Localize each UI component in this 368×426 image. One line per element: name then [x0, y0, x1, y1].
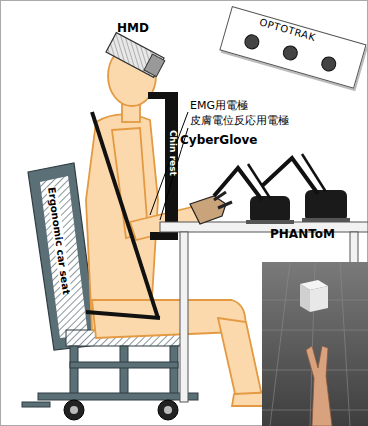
electrode-label: EMG用電極: [190, 100, 248, 112]
vr-view-photo: [262, 262, 368, 426]
hmd-device: [106, 33, 166, 79]
part-label: Chin rest: [167, 130, 177, 176]
seat-belt: [86, 112, 160, 318]
electrode-wire: [150, 112, 188, 220]
phantom-device: [214, 154, 350, 224]
device-label: PHANToM: [270, 228, 335, 241]
device-label: HMD: [117, 22, 149, 35]
device-label: CyberGlove: [180, 134, 257, 147]
cyberglove: [190, 192, 232, 224]
chin-rest: [148, 92, 178, 240]
electrode-label: 皮膚電位反応用電極: [190, 115, 289, 127]
